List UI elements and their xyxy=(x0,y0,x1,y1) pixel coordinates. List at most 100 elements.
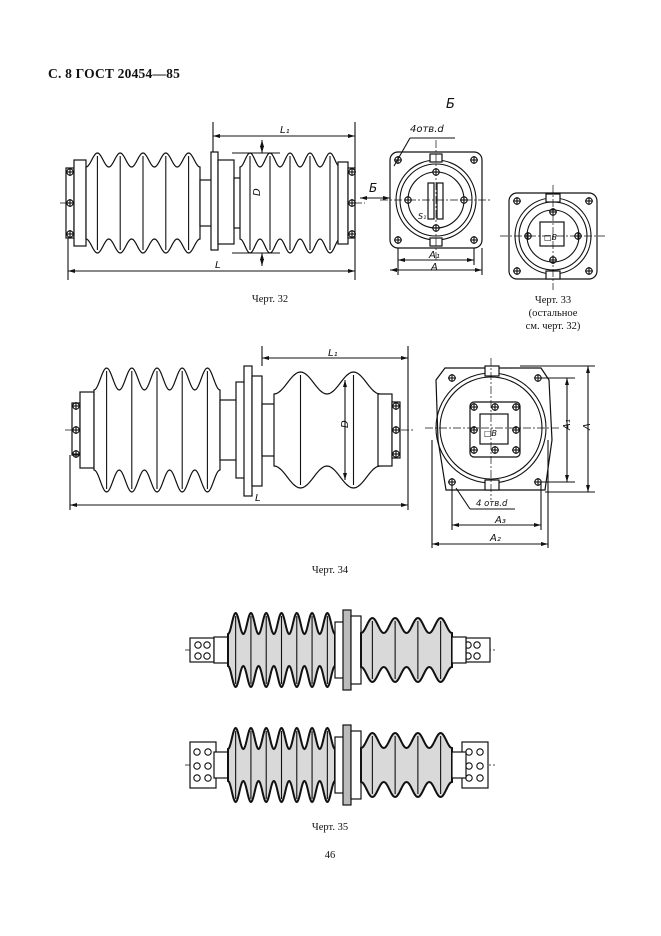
caption-fig-35: Черт. 35 xyxy=(311,822,349,833)
caption-fig-33: Черт. 33 (остальное см. черт. 32) xyxy=(510,294,596,333)
figure-32-insulator xyxy=(60,122,365,280)
dim-label-l: L xyxy=(215,260,221,271)
dim-label-l1: L₁ xyxy=(280,125,290,136)
bolt-hole-icon xyxy=(193,762,201,770)
square-terminal xyxy=(539,221,565,247)
dimension-arrowhead xyxy=(260,259,264,266)
square-terminal xyxy=(479,413,509,445)
mounting-flange xyxy=(342,724,352,806)
dimension-arrowhead xyxy=(534,523,541,527)
dim-label-l-34: L xyxy=(255,493,261,504)
dimension-arrowhead xyxy=(586,366,590,373)
dimension-arrowhead xyxy=(541,542,548,546)
dim-label-d: D xyxy=(252,188,263,196)
terminal-plate xyxy=(427,182,435,220)
caption-line: см. черт. 32) xyxy=(525,321,581,332)
end-fitting-left xyxy=(213,636,229,664)
bolt-hole-icon xyxy=(473,652,481,660)
page-number: 46 xyxy=(324,850,336,861)
end-fitting-right xyxy=(451,636,467,664)
flange-plate xyxy=(350,730,362,800)
dimension-arrowhead xyxy=(70,503,77,507)
insulator-body-right xyxy=(273,371,381,489)
dimension-arrowhead xyxy=(432,542,439,546)
insulator-body-right xyxy=(360,616,453,684)
dim-label-d-34: D xyxy=(340,420,351,428)
bolt-hole-icon xyxy=(193,774,201,782)
insulator-body-right xyxy=(360,731,453,799)
dimension-arrowhead xyxy=(401,356,408,360)
figure-34-insulator xyxy=(65,346,595,548)
caption-line: Черт. 33 xyxy=(534,295,572,306)
bolt-hole-icon xyxy=(194,641,202,649)
dimension-arrowhead xyxy=(586,485,590,492)
bolt-hole-icon xyxy=(204,774,212,782)
end-flange-right xyxy=(377,393,393,467)
flange-plate xyxy=(350,615,362,685)
dimension-arrowhead xyxy=(262,356,269,360)
end-flange-left xyxy=(73,159,87,247)
caption-fig-34: Черт. 34 xyxy=(311,565,349,576)
dimension-arrowhead xyxy=(68,269,75,273)
terminal-pad-left xyxy=(189,637,215,663)
holes-label: 4отв.d xyxy=(410,124,444,135)
dimension-arrowhead xyxy=(383,196,390,200)
bolt-hole-icon xyxy=(476,748,484,756)
dim-label-b-34: □B xyxy=(484,429,497,438)
holes-label-34: 4 отв.d xyxy=(476,499,508,509)
dimension-arrowhead xyxy=(343,380,347,387)
dim-label-a1-34: A₁ xyxy=(562,419,573,431)
end-fitting-right xyxy=(451,751,467,779)
dim-label-a1: A₁ xyxy=(428,250,440,261)
section-arrow-label: Б xyxy=(369,181,377,195)
dimension-arrowhead xyxy=(467,258,474,262)
dimension-arrowhead xyxy=(260,146,264,153)
dimension-arrowhead xyxy=(348,269,355,273)
end-flange-right xyxy=(337,161,349,245)
dimension-arrowhead xyxy=(260,253,264,260)
bolt-hole-icon xyxy=(204,748,212,756)
dim-label-s1: S₁ xyxy=(418,212,426,221)
dimension-arrowhead xyxy=(260,140,264,147)
dimension-arrowhead xyxy=(452,523,459,527)
bolt-hole-icon xyxy=(194,652,202,660)
end-fitting-left xyxy=(213,751,229,779)
dimension-arrowhead xyxy=(398,258,405,262)
dimension-arrowhead xyxy=(343,473,347,480)
caption-line: (остальное xyxy=(528,308,578,319)
dimension-arrowhead xyxy=(565,378,569,385)
dimension-arrowhead xyxy=(565,475,569,482)
dimension-arrowhead xyxy=(360,196,367,200)
figure-35-insulators xyxy=(185,609,495,806)
dimension-arrowhead xyxy=(401,503,408,507)
dim-label-l1-34: L₁ xyxy=(328,348,338,359)
caption-fig-32: Черт. 32 xyxy=(251,294,289,305)
bolt-hole-icon xyxy=(203,641,211,649)
flange-plate xyxy=(251,375,263,487)
bolt-hole-icon xyxy=(203,652,211,660)
bolt-hole-icon xyxy=(476,762,484,770)
dim-label-a3: A₃ xyxy=(494,515,506,526)
end-flange-left xyxy=(79,391,95,469)
bolt-hole-icon xyxy=(193,748,201,756)
dim-label-b-square: □B xyxy=(544,233,557,242)
leader-line xyxy=(455,487,471,510)
mounting-flange xyxy=(243,365,253,497)
bolt-hole-icon xyxy=(476,774,484,782)
dim-label-a2: A₂ xyxy=(489,533,501,544)
figure-33-end-views xyxy=(360,137,605,290)
clamp xyxy=(484,479,500,491)
dimension-arrowhead xyxy=(348,134,355,138)
dimension-arrowhead xyxy=(475,268,482,272)
mounting-flange xyxy=(210,151,219,251)
clamp xyxy=(484,365,500,377)
dim-label-a-34: A xyxy=(582,423,593,431)
bolt-hole-icon xyxy=(204,762,212,770)
mounting-flange xyxy=(342,609,352,691)
leader-line xyxy=(393,137,411,167)
dim-label-a: A xyxy=(430,262,438,273)
terminal-plate xyxy=(436,182,444,220)
flange-hub xyxy=(217,159,235,245)
